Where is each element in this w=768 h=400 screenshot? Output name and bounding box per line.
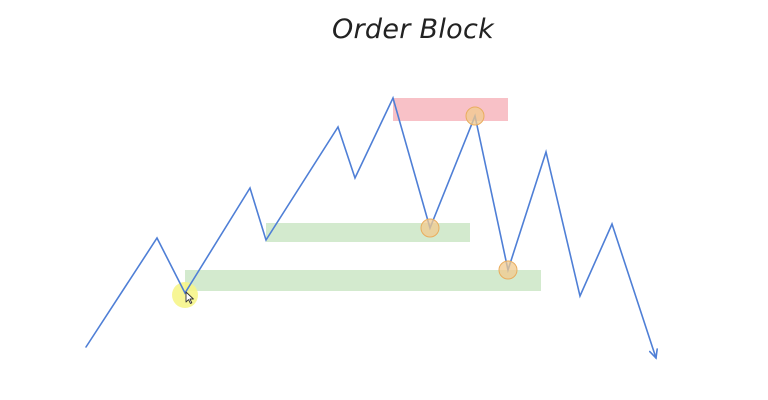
markers-layer: [185, 106, 518, 304]
swing-marker-2: [420, 218, 440, 238]
mouse-pointer-icon: [185, 291, 194, 304]
bearish-order-block-zone-1: [393, 98, 508, 121]
zones-layer: [185, 98, 541, 291]
price-line: [85, 95, 657, 359]
bullish-order-block-zone-3: [185, 270, 541, 291]
bullish-order-block-zone-2: [266, 223, 470, 242]
arrow-down-icon: [648, 348, 658, 360]
swing-marker-1: [465, 106, 485, 126]
cursor-highlight: [172, 282, 198, 308]
cursor-layer: [172, 282, 198, 308]
swing-marker-3: [498, 260, 518, 280]
price-line-layer: [85, 95, 658, 360]
diagram-title: Order Block: [331, 14, 495, 45]
